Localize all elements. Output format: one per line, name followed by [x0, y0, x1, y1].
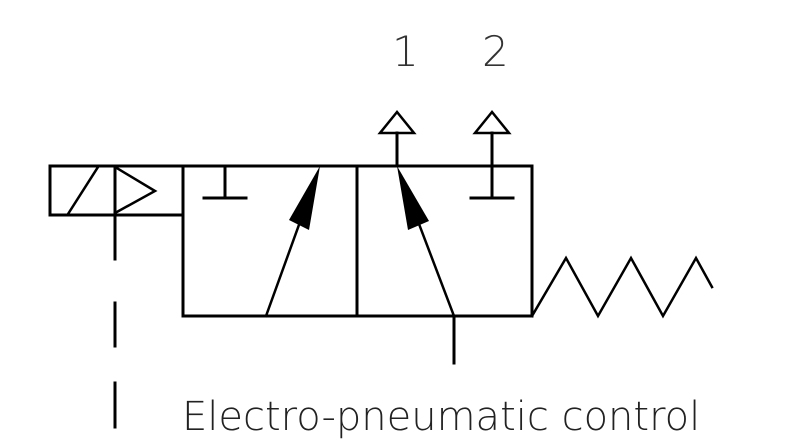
port-1 [377, 110, 417, 168]
diagram-caption: Electro-pneumatic control [182, 394, 701, 440]
port-2-label: 2 [482, 27, 509, 76]
return-spring [530, 255, 714, 319]
flow-arrow-shaft [417, 222, 456, 318]
valve-body [181, 164, 534, 318]
port-2-triangle [472, 110, 512, 135]
right-position [417, 131, 515, 365]
left-position [202, 164, 302, 318]
left-arrowhead [289, 166, 320, 230]
right-arrowhead [397, 166, 429, 230]
solenoid-actuator [48, 164, 185, 261]
port-1-triangle [377, 110, 417, 135]
port-2 [472, 110, 512, 135]
port-1-label: 1 [392, 27, 419, 76]
solenoid-triangle [113, 165, 158, 215]
solenoid-coil-diagonal [66, 165, 100, 216]
flow-arrow-shaft [264, 220, 302, 318]
